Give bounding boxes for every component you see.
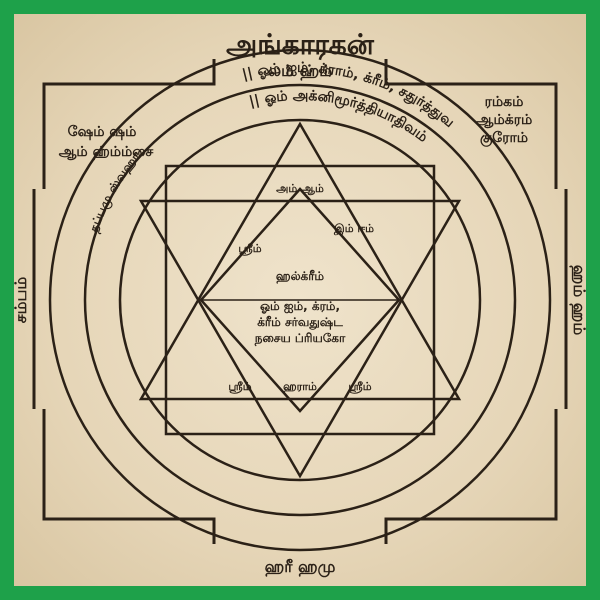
left-label: சம்பம் <box>14 277 30 324</box>
top-left-corner-line-1: ஷேம் ஷம் <box>68 124 137 140</box>
right-label: ஹம் ஹம் <box>569 265 586 336</box>
center-line-1: ஹல்க்ரீம் <box>276 269 325 284</box>
left-arc-text: தப்பமு ஸ்வஹா <box>87 149 145 234</box>
triangle-label-top: அம் ஆம் <box>276 182 324 195</box>
center-line-3: க்ரீம் சர்வதுஷ்ட <box>257 315 343 330</box>
outer-square-frame <box>32 59 568 544</box>
top-left-corner-line-2: ஆம் ஹ்ம்ம்சை <box>59 144 154 160</box>
triangle-label-lower-left: ஸ்ரீம் <box>228 380 251 394</box>
triangle-label-upper-left: ஸ்ரீம் <box>238 242 261 256</box>
top-label: லம் ஹ்ம் <box>268 61 332 81</box>
yantra-diagram: அங்காரகன் லம் ஹ்ம் ஹரீ ஹமு சம்பம் ஹம் ஹம… <box>14 28 586 577</box>
triangle-label-upper-right: இம் ஈம் <box>333 222 374 235</box>
inner-square <box>164 164 436 436</box>
page-title: அங்காரகன் <box>226 28 375 61</box>
triangle-label-lower-center: ஹராம் <box>283 380 317 393</box>
concentric-circles <box>48 48 552 552</box>
bottom-label: ஹரீ ஹமு <box>265 557 336 577</box>
yantra-frame: அங்காரகன் லம் ஹ்ம் ஹரீ ஹமு சம்பம் ஹம் ஹம… <box>14 14 586 586</box>
center-line-4: நசைய ப்ரியகோ <box>254 331 346 346</box>
cell-dividers <box>166 200 434 400</box>
triangle-label-lower-right: ஸ்ரீம் <box>348 380 371 394</box>
top-right-corner-line-1: ரம்கம் <box>485 94 524 110</box>
top-right-corner-line-3: குரோம் <box>480 130 528 147</box>
top-right-corner-line-2: ஆம்க்ரம் <box>476 112 532 128</box>
left-arc-path: தப்பமு ஸ்வஹா <box>87 149 145 234</box>
center-line-2: ஓம் ஐம், க்ரம், <box>260 299 340 314</box>
